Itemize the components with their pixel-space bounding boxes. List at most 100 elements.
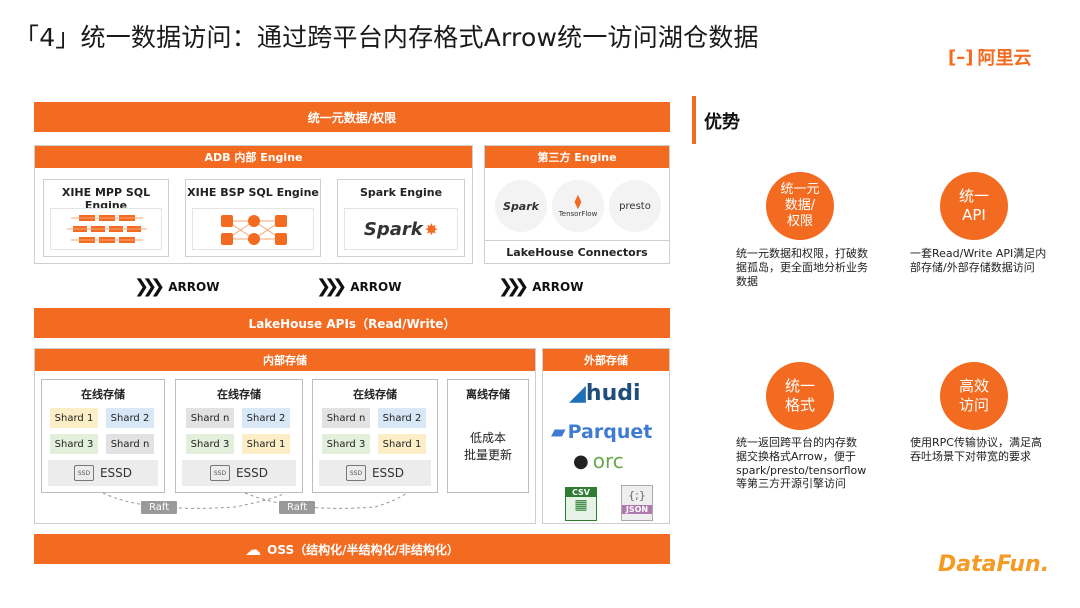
metadata-bar: 统一元数据/权限: [34, 102, 670, 132]
divider: [485, 240, 669, 241]
offline-line-2: 批量更新: [463, 447, 512, 462]
circle-line: 数据/: [784, 197, 816, 213]
raft-label-2: Raft: [279, 501, 316, 514]
orc-icon: ●: [573, 450, 589, 472]
circle-line: 访问: [958, 396, 989, 414]
adb-engine-title: ADB 内部 Engine: [35, 146, 472, 168]
arrow-label-1: ❯❯❯ARROW: [134, 276, 219, 297]
brand-logo-text: 阿里云: [977, 48, 1032, 69]
online-storage-group-1: 在线存储 Shard 1 Shard 2 Shard 3 Shard n SSD…: [41, 379, 165, 493]
offline-desc: 低成本 批量更新: [448, 430, 528, 464]
oss-bar-label: OSS（结构化/半结构化/非结构化）: [267, 542, 459, 557]
braces-icon: {;}: [628, 489, 646, 502]
advantage-text-1: 统一元数据和权限，打破数据孤岛，更全面地分析业务数据: [736, 247, 868, 288]
online-storage-title: 在线存储: [353, 388, 397, 401]
shard: Shard 3: [322, 434, 370, 454]
orc-text: orc: [592, 449, 624, 473]
circle-line: 统一元: [780, 181, 820, 197]
circle-line: 格式: [784, 396, 815, 414]
lakehouse-apis-bar: LakeHouse APIs（Read/Write）: [34, 308, 670, 338]
shard: Shard n: [186, 408, 234, 428]
arrow-text: ARROW: [168, 279, 220, 294]
bsp-flow-icon: [221, 215, 287, 245]
offline-line-1: 低成本: [469, 431, 506, 445]
ssd-icon: SSD: [345, 465, 366, 481]
datafun-logo: DataFun.: [938, 552, 1050, 577]
page-title: 「4」统一数据访问：通过跨平台内存格式Arrow统一访问湖仓数据: [14, 23, 759, 52]
online-storage-group-2: 在线存储 Shard n Shard 2 Shard 3 Shard 1 SSD…: [175, 379, 303, 493]
shard: Shard 1: [242, 434, 290, 454]
third-party-panel: 第三方 Engine Spark ⧫ TensorFlow presto Lak…: [484, 145, 670, 264]
essd-label: ESSD: [371, 466, 405, 480]
advantage-circle-4: 高效访问: [940, 362, 1008, 430]
essd-label: ESSD: [235, 466, 269, 480]
advantage-text-4: 使用RPC传输协议，满足高吞吐场景下对带宽的要求: [910, 436, 1042, 463]
advantage-circle-1: 统一元数据/权限: [766, 172, 834, 240]
orc-logo: ●orc: [573, 449, 624, 473]
aliyun-icon: [–]: [948, 46, 974, 68]
online-storage-title: 在线存储: [217, 388, 261, 401]
shard: Shard 2: [106, 408, 154, 428]
circle-line: 统一: [784, 377, 815, 396]
chevrons-right-icon: ❯❯❯: [498, 276, 529, 297]
engine-card-mpp: XIHE MPP SQL Engine: [43, 179, 169, 257]
oss-bar: ☁ OSS（结构化/半结构化/非结构化）: [34, 534, 670, 564]
brand-logo: [–] 阿里云: [948, 44, 1031, 70]
adb-engine-panel: ADB 内部 Engine XIHE MPP SQL Engine XIHE B…: [34, 145, 473, 264]
essd-block: SSD ESSD: [319, 460, 431, 486]
json-label: JSON: [622, 505, 652, 514]
shard: Shard n: [322, 408, 370, 428]
spark-circle-logo: Spark: [495, 180, 547, 232]
offline-storage: 离线存储 低成本 批量更新: [447, 379, 529, 493]
csv-file-icon: CSV ▦: [565, 487, 597, 521]
spark-star-icon: ✸: [424, 219, 439, 239]
external-storage-panel: 外部存储 ◢hudi ▰Parquet ●orc CSV ▦ {;} JSON: [542, 348, 670, 524]
mpp-diagram: [50, 208, 162, 250]
online-storage-group-3: 在线存储 Shard n Shard 2 Shard 3 Shard 1 SSD…: [312, 379, 438, 493]
essd-label: ESSD: [99, 466, 133, 480]
hudi-icon: ◢: [569, 381, 586, 406]
parquet-icon: ▰: [551, 421, 566, 443]
shard: Shard 1: [378, 434, 426, 454]
csv-label: CSV: [566, 488, 596, 497]
essd-block: SSD ESSD: [182, 460, 296, 486]
raft-connectors: [102, 492, 408, 509]
external-storage-title: 外部存储: [543, 349, 669, 371]
raft-label-1: Raft: [141, 501, 178, 514]
tensorflow-icon: ⧫: [574, 194, 582, 210]
advantages-accent: [692, 96, 696, 144]
shard: Shard n: [106, 434, 154, 454]
advantage-text-3: 统一返回跨平台的内存数据交换格式Arrow，便于spark/presto/ten…: [736, 436, 867, 491]
advantage-circle-3: 统一格式: [766, 362, 834, 430]
bsp-diagram: [192, 208, 314, 250]
third-party-title: 第三方 Engine: [485, 146, 669, 168]
arrow-text: ARROW: [350, 279, 402, 294]
ssd-icon: SSD: [209, 465, 230, 481]
engine-card-spark: Spark Engine Spark ✸: [337, 179, 465, 257]
engine-card-bsp: XIHE BSP SQL Engine: [185, 179, 321, 257]
chevrons-right-icon: ❯❯❯: [316, 276, 347, 297]
parquet-logo: ▰Parquet: [551, 421, 652, 443]
shard: Shard 3: [50, 434, 98, 454]
engine-name: Spark Engine: [359, 186, 443, 199]
shard: Shard 2: [242, 408, 290, 428]
parquet-text: Parquet: [567, 421, 653, 443]
hudi-text: hudi: [585, 381, 641, 406]
advantage-text-2: 一套Read/Write API满足内部存储/外部存储数据访问: [910, 247, 1047, 274]
circle-line: 统一: [958, 187, 989, 206]
hudi-logo: ◢hudi: [569, 381, 641, 406]
arrow-label-2: ❯❯❯ARROW: [316, 276, 401, 297]
json-file-icon: {;} JSON: [621, 485, 653, 521]
shard: Shard 3: [186, 434, 234, 454]
online-storage-title: 在线存储: [81, 388, 125, 401]
arrow-label-3: ❯❯❯ARROW: [498, 276, 583, 297]
spark-logo-text: Spark: [363, 218, 423, 240]
presto-text: presto: [619, 200, 651, 212]
circle-line: API: [962, 206, 986, 224]
spark-text: Spark: [503, 199, 539, 213]
tensorflow-text: TensorFlow: [558, 210, 598, 218]
shard: Shard 1: [50, 408, 98, 428]
cloud-icon: ☁: [245, 539, 262, 559]
